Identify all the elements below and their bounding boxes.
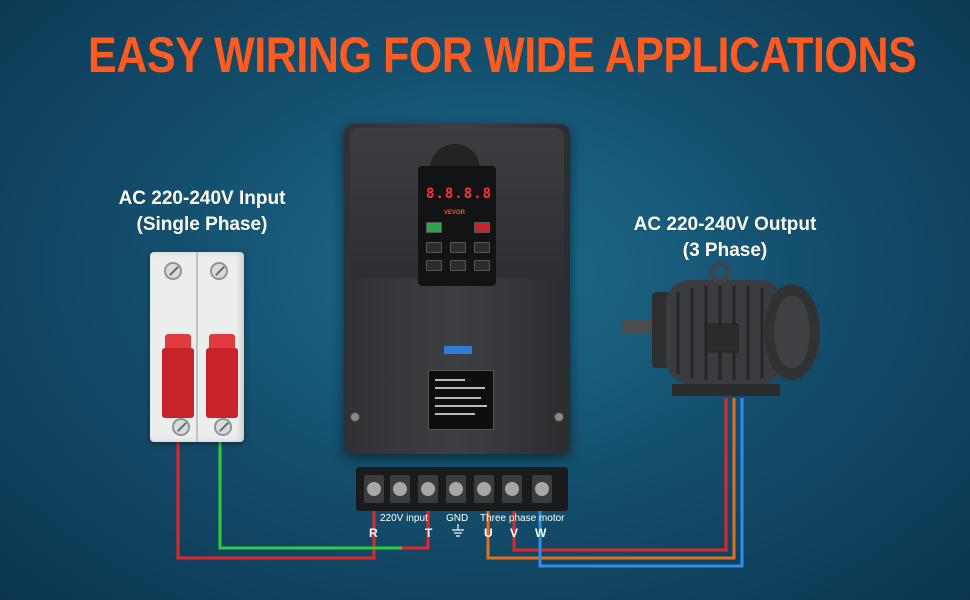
output-caption: AC 220-240V Output (3 Phase) bbox=[610, 212, 840, 264]
warning-text-line bbox=[435, 379, 465, 381]
wire-t-green bbox=[218, 430, 402, 550]
up-key bbox=[450, 242, 466, 253]
output-caption-line2: (3 Phase) bbox=[682, 240, 768, 261]
drive-brand: VEVOR bbox=[444, 210, 466, 216]
breaker-icon bbox=[150, 252, 244, 442]
screw-icon bbox=[214, 418, 232, 436]
left-key bbox=[426, 260, 442, 271]
led-display: 8.8.8.8 bbox=[426, 186, 493, 202]
drive-keypad: 8.8.8.8 VEVOR bbox=[418, 166, 496, 286]
terminal-r-label: R bbox=[369, 526, 378, 540]
warning-text-line bbox=[435, 413, 475, 415]
breaker-handle bbox=[206, 348, 238, 418]
fwd-rev-key bbox=[474, 242, 490, 253]
set-key bbox=[426, 242, 442, 253]
input-caption: AC 220-240V Input (Single Phase) bbox=[92, 186, 312, 238]
input-terminal-label: 220V input bbox=[380, 513, 428, 524]
warning-text-line bbox=[435, 397, 481, 399]
inverter-drive-icon: 8.8.8.8 VEVOR bbox=[344, 124, 570, 454]
terminal-u-label: U bbox=[484, 526, 493, 540]
bolt-icon bbox=[554, 412, 564, 422]
right-key bbox=[474, 260, 490, 271]
wire-u-orange bbox=[486, 398, 736, 560]
screw-icon bbox=[210, 262, 228, 280]
breaker-handle bbox=[162, 348, 194, 418]
input-caption-line1: AC 220-240V Input bbox=[118, 188, 286, 209]
terminal-screw bbox=[474, 475, 494, 503]
run-key bbox=[426, 222, 442, 233]
rating-sticker bbox=[444, 346, 472, 354]
terminal-t-label: T bbox=[425, 526, 433, 540]
terminal-screw bbox=[502, 475, 522, 503]
terminal-screw bbox=[446, 475, 466, 503]
bolt-icon bbox=[350, 412, 360, 422]
motor-terminal-label: Three phase motor bbox=[480, 513, 565, 524]
ground-icon bbox=[452, 524, 464, 537]
motor-icon bbox=[622, 262, 820, 396]
output-caption-line1: AC 220-240V Output bbox=[633, 214, 817, 235]
terminal-w-label: W bbox=[535, 526, 547, 540]
wire-r-red bbox=[176, 430, 376, 560]
stop-key bbox=[474, 222, 490, 233]
terminal-screw bbox=[418, 475, 438, 503]
warning-text-line bbox=[435, 405, 487, 407]
wire-t-red bbox=[402, 510, 430, 550]
terminal-screw bbox=[390, 475, 410, 503]
wire-v-red bbox=[512, 398, 728, 552]
breaker-divider bbox=[196, 252, 198, 442]
terminal-screw bbox=[364, 475, 384, 503]
screw-icon bbox=[164, 262, 182, 280]
down-key bbox=[450, 260, 466, 271]
warning-label bbox=[428, 370, 494, 430]
gnd-terminal-label: GND bbox=[446, 513, 469, 524]
screw-icon bbox=[172, 418, 190, 436]
terminal-screw bbox=[532, 475, 552, 503]
warning-text-line bbox=[435, 387, 485, 389]
terminal-v-label: V bbox=[510, 526, 519, 540]
input-caption-line2: (Single Phase) bbox=[136, 214, 268, 235]
wire-w-blue bbox=[538, 398, 744, 568]
terminal-block bbox=[356, 467, 568, 511]
